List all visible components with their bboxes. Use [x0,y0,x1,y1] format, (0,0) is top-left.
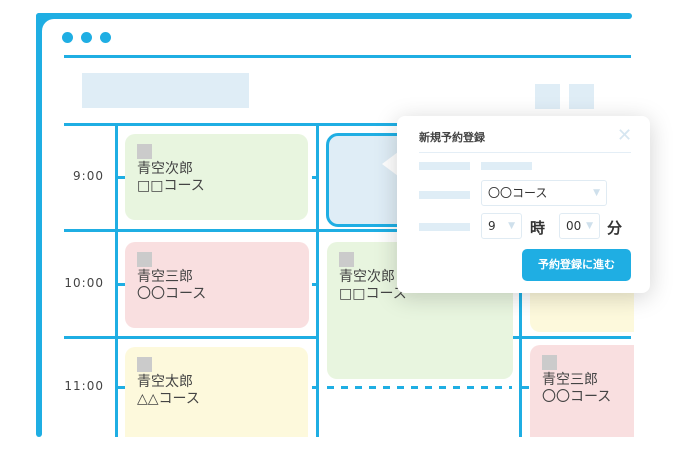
minute-select-value: 00 [566,219,582,233]
booking-course: 〇〇コース [137,286,207,302]
chevron-down-icon: ▼ [508,221,515,231]
minute-select[interactable]: 00 ▼ [559,213,600,239]
close-icon[interactable]: ✕ [617,125,633,146]
booking-name: 青空三郎 [542,372,598,388]
booking-course: 〇〇コース [542,389,612,405]
hour-tick [118,283,125,286]
window-control-dot-icon[interactable] [81,32,92,43]
window-top-border [36,13,632,19]
time-label-placeholder [419,223,470,231]
minute-unit: 分 [607,219,623,237]
titlebar-divider [64,55,631,58]
booking-card[interactable]: 青空太郎 △△コース [125,347,308,437]
time-label: 11:00 [64,379,104,393]
chevron-down-icon: ▼ [593,188,600,198]
new-booking-popup: 新規予約登録 ✕ 〇〇コース ▼ 9 ▼ 時 00 ▼ 分 予約登録に進む [397,116,650,293]
grid-col-line [115,123,118,437]
grid-col-line [316,123,319,437]
half-hour-dashed-line [327,386,512,389]
avatar [137,252,152,267]
hour-tick [312,176,319,179]
hour-tick [522,386,529,389]
time-label: 9:00 [73,169,104,183]
avatar [339,252,354,267]
grid-row-line [64,229,631,232]
hour-select[interactable]: 9 ▼ [481,213,522,239]
booking-course: △△コース [137,391,200,407]
grid-row-line [64,336,319,339]
booking-name: 青空太郎 [137,374,193,390]
field-label-placeholder [419,162,470,170]
booking-name: 青空三郎 [137,269,193,285]
header-title-placeholder [82,73,249,108]
popup-title: 新規予約登録 [419,131,485,144]
hour-tick [312,386,319,389]
course-label-placeholder [419,191,470,199]
booking-course: □□コース [137,178,205,194]
window-corner [36,13,64,41]
proceed-booking-button[interactable]: 予約登録に進む [522,249,631,281]
popup-pointer [382,152,398,176]
grid-row-line [513,336,631,339]
booking-course: □□コース [339,286,407,302]
window-left-border [36,13,42,437]
hour-tick [312,283,319,286]
booking-card[interactable]: 青空三郎 〇〇コース [125,242,309,328]
hour-unit: 時 [530,219,546,237]
booking-name: 青空次郎 [137,161,193,177]
booking-card[interactable]: 青空次郎 □□コース [125,134,308,220]
avatar [542,355,557,370]
course-select[interactable]: 〇〇コース ▼ [481,180,607,206]
nav-next-button[interactable] [569,84,594,109]
hour-tick [118,176,125,179]
avatar [137,144,152,159]
grid-row-line [64,123,631,126]
time-label: 10:00 [64,276,104,290]
chevron-down-icon: ▼ [586,221,593,231]
hour-tick [118,386,125,389]
booking-name: 青空次郎 [339,269,395,285]
popup-divider [419,152,631,153]
hour-select-value: 9 [488,219,496,233]
field-value-placeholder [481,162,532,170]
avatar [137,357,152,372]
course-select-value: 〇〇コース [488,186,548,200]
window-control-dot-icon[interactable] [62,32,73,43]
booking-card[interactable]: 青空三郎 〇〇コース [530,345,634,437]
window-control-dot-icon[interactable] [100,32,111,43]
nav-prev-button[interactable] [535,84,560,109]
